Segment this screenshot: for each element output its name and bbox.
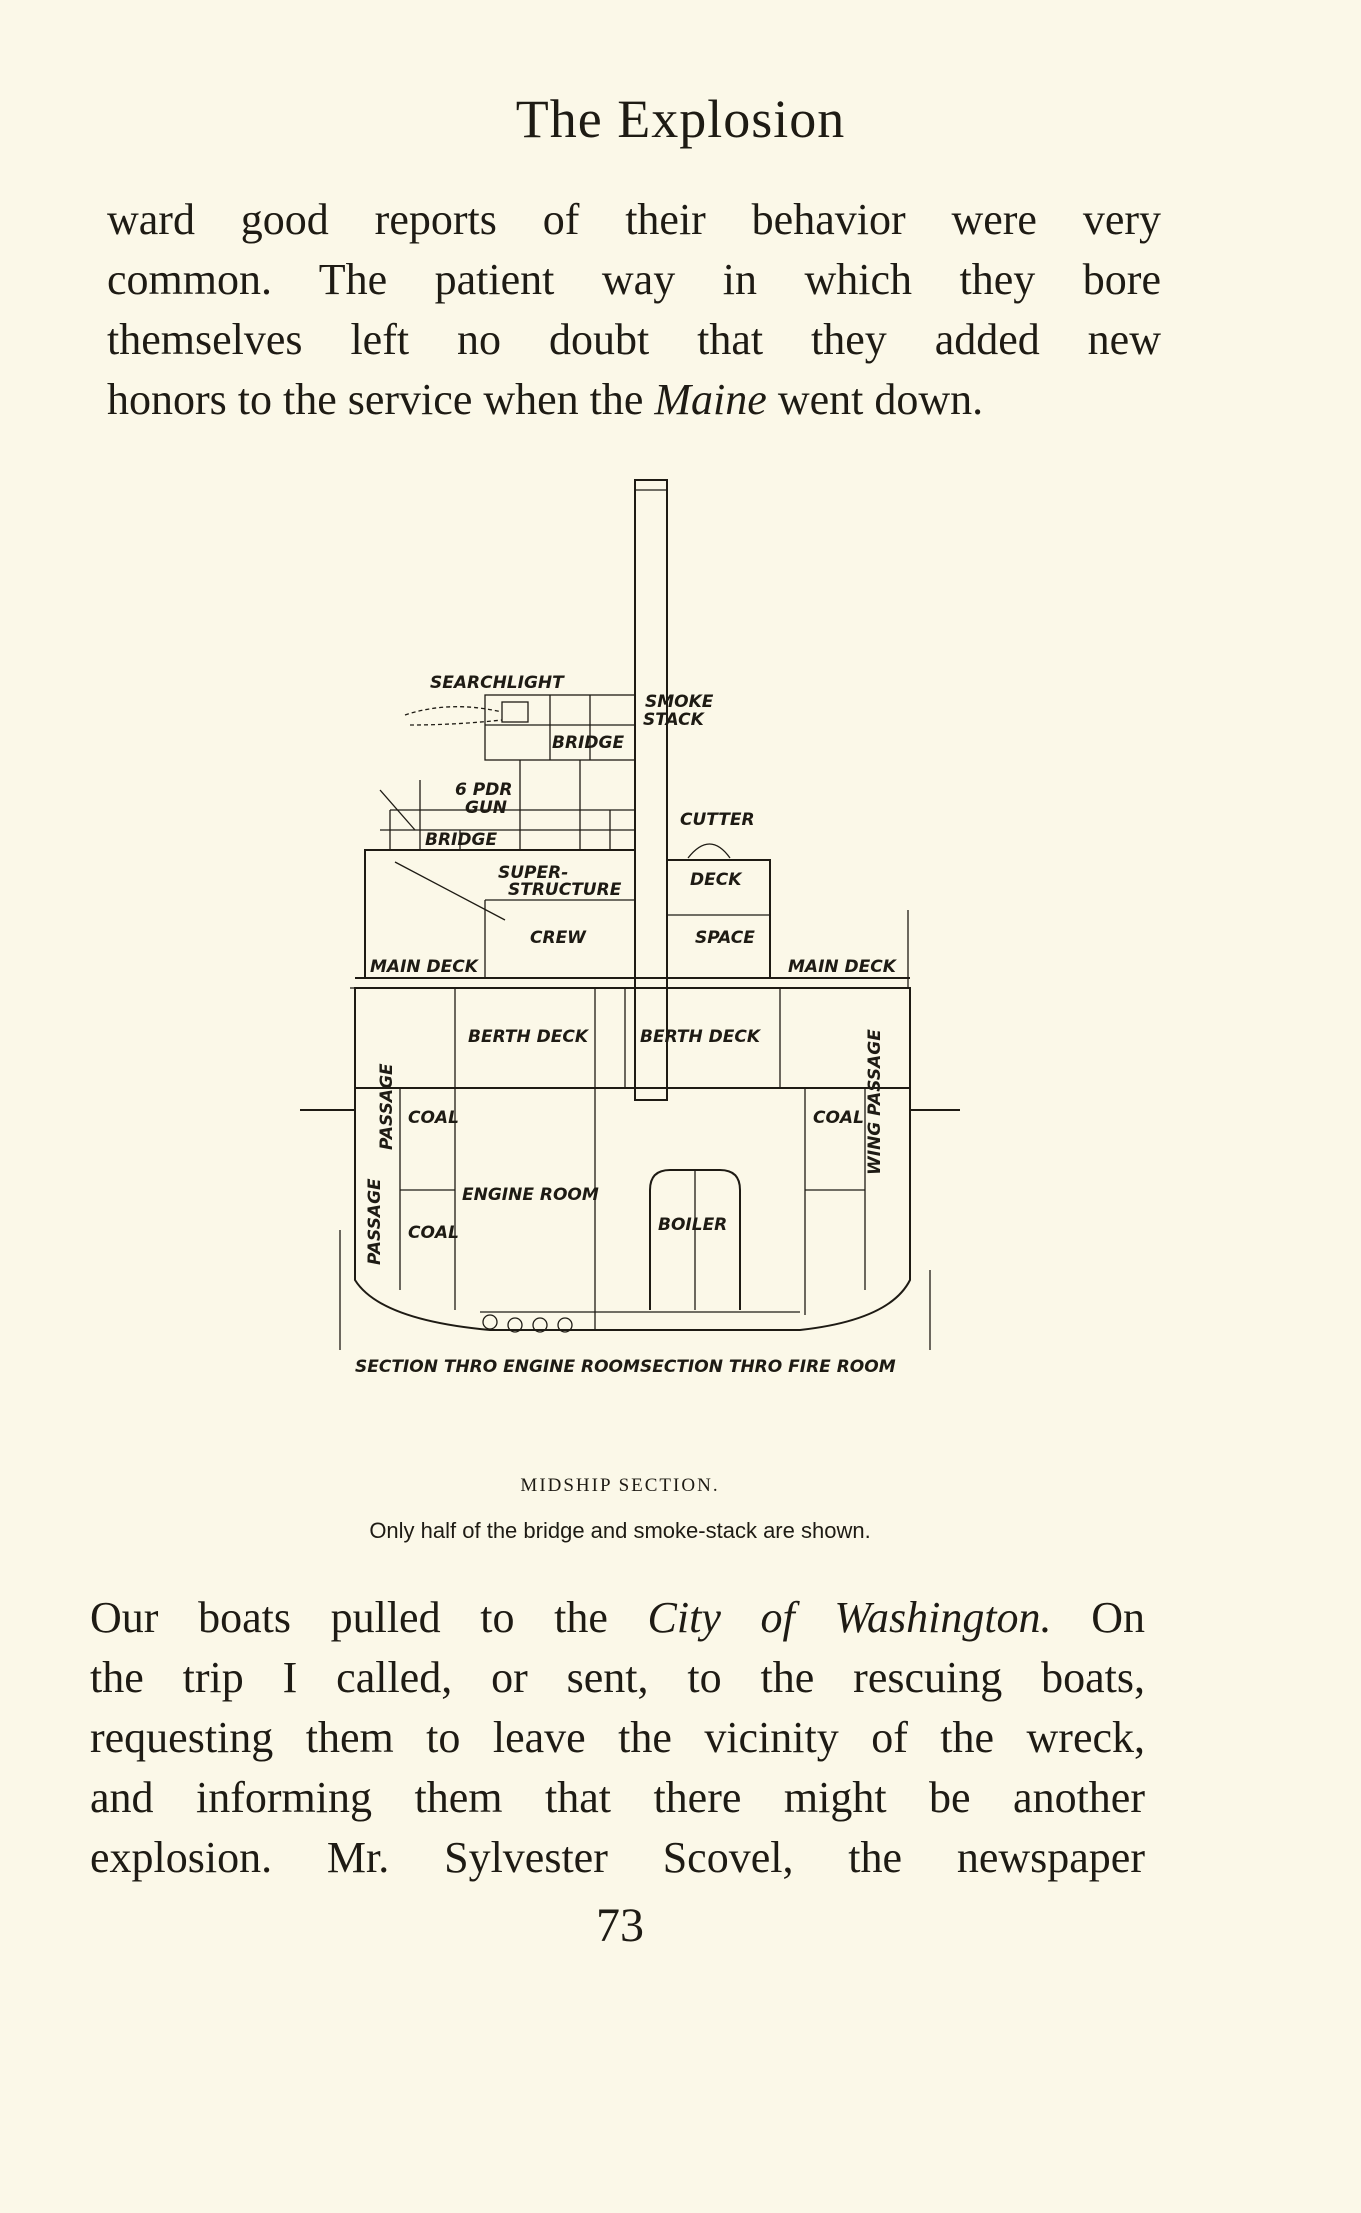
text-line: explosion. Mr. Sylvester Scovel, the new…: [90, 1833, 1145, 1882]
label-bridge: BRIDGE: [425, 830, 497, 850]
label-coal-1: COAL: [408, 1108, 459, 1128]
label-main-deck-right: MAIN DECK: [788, 957, 898, 977]
figure-caption-note: Only half of the bridge and smoke-stack …: [369, 1518, 871, 1543]
running-head: The Explosion: [515, 89, 846, 149]
label-searchlight: SEARCHLIGHT: [430, 673, 565, 693]
ship-name-city-of-washington: City of Washington.: [647, 1593, 1052, 1642]
label-engine-room: ENGINE ROOM: [462, 1185, 599, 1205]
paragraph-1: ward good reports of their behavior were…: [107, 190, 1161, 430]
label-stack: STACK: [643, 710, 706, 730]
label-boiler: BOILER: [658, 1215, 727, 1235]
label-crew: CREW: [530, 928, 587, 948]
text-line: the trip I called, or sent, to the rescu…: [90, 1653, 1145, 1702]
text-line: honors to the service when the Maine wen…: [107, 375, 984, 424]
text-line: and informing them that there might be a…: [90, 1773, 1145, 1822]
text-line: Our boats pulled to the City of Washingt…: [90, 1593, 1145, 1642]
label-berth-deck-right: BERTH DECK: [640, 1027, 762, 1047]
label-cutter: CUTTER: [680, 810, 755, 830]
label-berth-deck-left: BERTH DECK: [468, 1027, 590, 1047]
label-main-deck-left: MAIN DECK: [370, 957, 480, 977]
ship-name: Maine: [654, 375, 767, 424]
label-coal-2: COAL: [408, 1223, 459, 1243]
label-bridge-small: BRIDGE: [552, 733, 624, 753]
label-6-pdr: 6 PDR: [455, 780, 512, 800]
text-line: requesting them to leave the vicinity of…: [90, 1713, 1145, 1762]
label-gun: GUN: [465, 798, 507, 818]
text-line: ward good reports of their behavior were…: [107, 195, 1161, 244]
text-line: common. The patient way in which they bo…: [107, 255, 1161, 304]
figure-caption-title: MIDSHIP SECTION.: [520, 1475, 720, 1496]
label-passage-2: PASSAGE: [365, 1178, 385, 1265]
label-deck: DECK: [690, 870, 743, 890]
label-space: SPACE: [695, 928, 755, 948]
label-passage-1: PASSAGE: [377, 1063, 397, 1150]
label-super: SUPER-: [498, 863, 568, 883]
label-coal-3: COAL: [813, 1108, 864, 1128]
label-section-fire: SECTION THRO FIRE ROOM: [640, 1357, 896, 1377]
midship-section-figure: SEARCHLIGHT SMOKE STACK BRIDGE 6 PDR GUN…: [240, 470, 1020, 1470]
label-section-engine: SECTION THRO ENGINE ROOM: [355, 1357, 640, 1377]
midship-section-drawing: SEARCHLIGHT SMOKE STACK BRIDGE 6 PDR GUN…: [300, 479, 960, 1377]
text-line: themselves left no doubt that they added…: [107, 315, 1161, 364]
paragraph-2: Our boats pulled to the City of Washingt…: [90, 1588, 1145, 1888]
label-wing-passage: WING PASSAGE: [865, 1029, 885, 1175]
label-structure: STRUCTURE: [508, 880, 622, 900]
label-smoke: SMOKE: [645, 692, 714, 712]
page-number: 73: [596, 1899, 644, 1952]
